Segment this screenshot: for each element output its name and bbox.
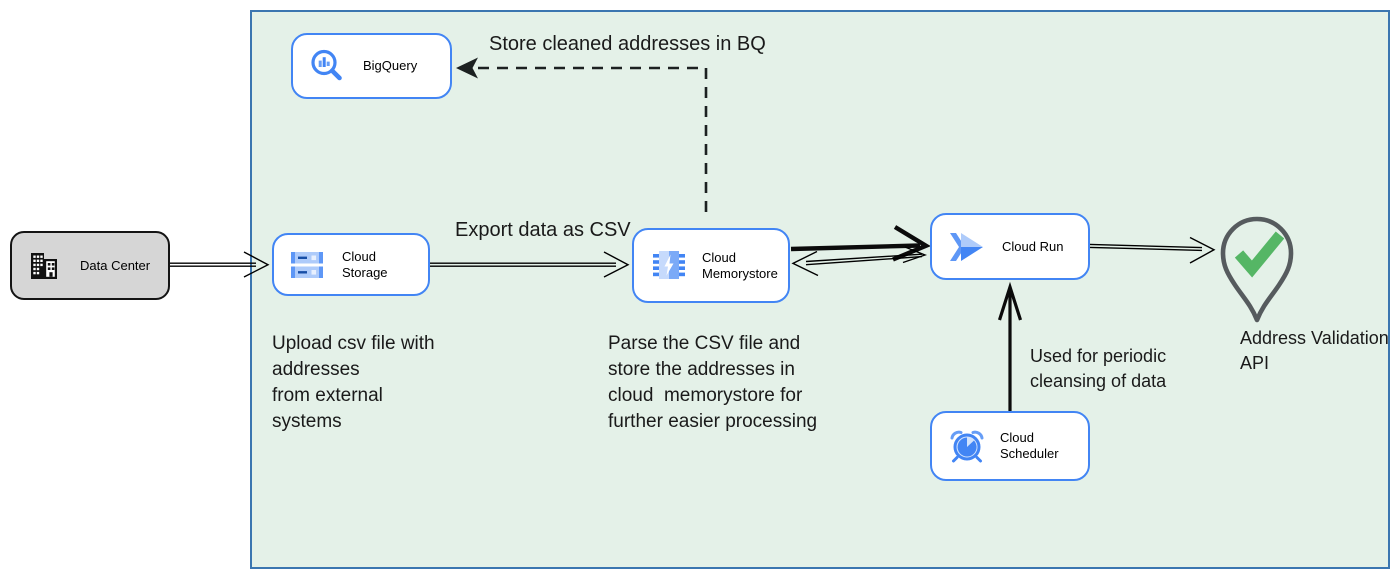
note-periodic-cleansing: Used for periodic cleansing of data [1030, 346, 1167, 391]
cloud-storage-icon [290, 250, 324, 280]
label-export-data-csv: Export data as CSV [455, 219, 631, 241]
node-label: Cloud Memorystore [702, 249, 778, 281]
node-data-center: Data Center [10, 231, 170, 300]
node-label: Cloud Run [1002, 238, 1064, 254]
location-pin-check-icon [1218, 208, 1296, 328]
address-validation-api-label: Address Validation API [1240, 328, 1389, 373]
cloud-run-icon [948, 232, 984, 261]
node-label: BigQuery [363, 58, 418, 73]
node-label: Cloud Scheduler [1000, 430, 1059, 461]
building-icon [28, 251, 62, 281]
node-cloud-run: Cloud Run [930, 213, 1090, 280]
alarm-clock-icon [948, 429, 986, 463]
note-upload-csv: Upload csv file with addresses from exte… [272, 333, 435, 432]
node-cloud-storage: Cloud Storage [272, 233, 430, 296]
node-label: Data Center [80, 257, 151, 273]
node-address-validation-pin [1218, 208, 1296, 328]
node-label: Cloud Storage [342, 248, 388, 280]
label-store-cleaned-addresses: Store cleaned addresses in BQ [489, 33, 766, 55]
node-cloud-scheduler: Cloud Scheduler [930, 411, 1090, 481]
note-parse-csv: Parse the CSV file and store the address… [608, 333, 818, 432]
edge-storage-to-memorystore [430, 251, 630, 278]
edge-run-to-memorystore-thin [791, 246, 928, 277]
edge-run-to-address-validation [1089, 236, 1216, 264]
edge-memorystore-to-bigquery-dashed [456, 57, 708, 212]
edge-datacenter-to-storage [170, 251, 270, 278]
gcp-boundary-zone [250, 10, 1390, 569]
edge-scheduler-to-run [997, 281, 1023, 411]
memorystore-chip-icon [650, 249, 688, 283]
bigquery-icon [309, 48, 345, 84]
node-bigquery: BigQuery [291, 33, 452, 99]
node-cloud-memorystore: Cloud Memorystore [632, 228, 790, 303]
